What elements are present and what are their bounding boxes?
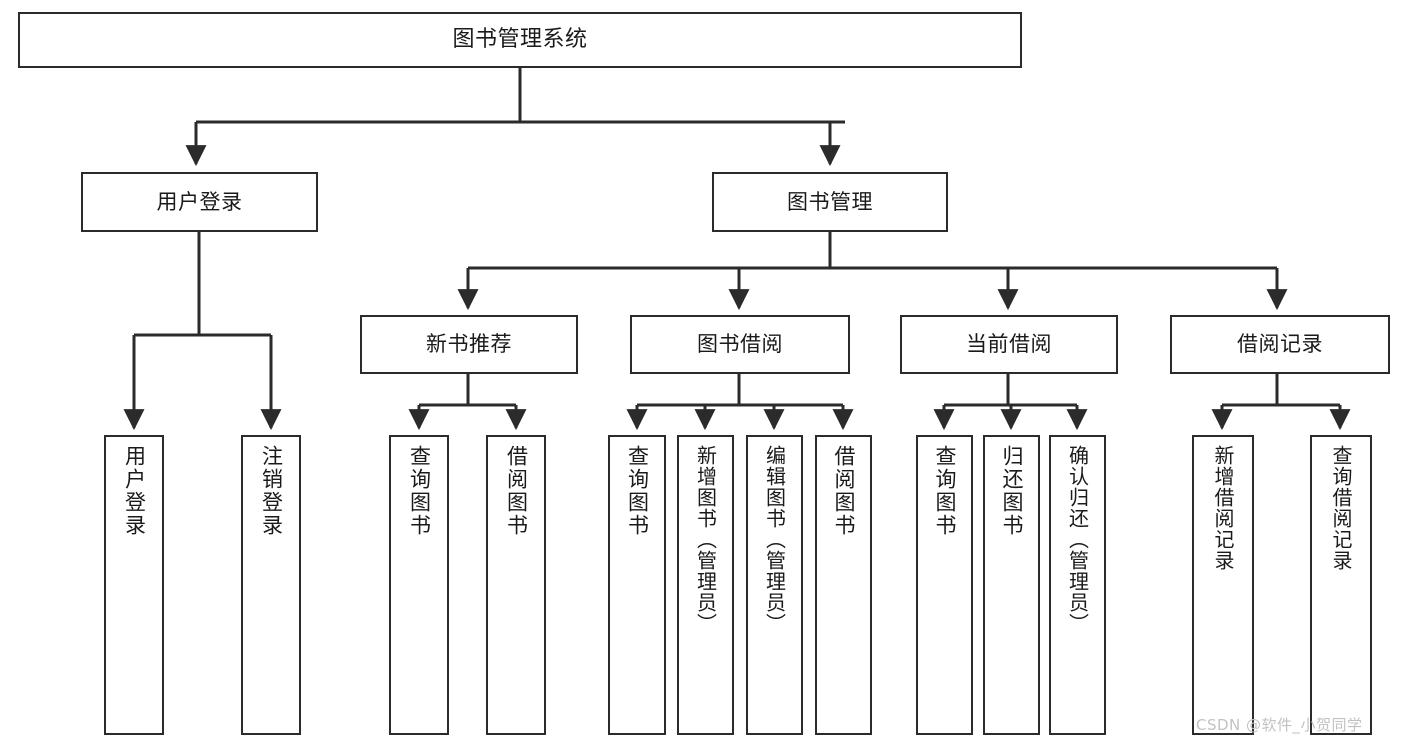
node-label: 确认归还（管理员） (1065, 445, 1090, 634)
node-label: 新增图书（管理员） (693, 445, 718, 634)
node-new-book-recommendation[interactable]: 新书推荐 (360, 315, 578, 374)
leaf-add-book-admin[interactable]: 新增图书（管理员） (677, 435, 734, 735)
node-book-management[interactable]: 图书管理 (712, 172, 948, 232)
node-label: 借阅图书 (832, 445, 856, 537)
leaf-return-books[interactable]: 归还图书 (983, 435, 1040, 735)
node-borrowing-records[interactable]: 借阅记录 (1170, 315, 1390, 374)
node-label: 注销登录 (259, 445, 284, 537)
node-label: 借阅图书 (504, 445, 529, 537)
leaf-logout[interactable]: 注销登录 (241, 435, 301, 735)
leaf-query-books-recommendation[interactable]: 查询图书 (389, 435, 449, 735)
node-label: 查询图书 (625, 445, 650, 537)
node-label: 图书管理 (787, 189, 873, 214)
leaf-edit-book-admin[interactable]: 编辑图书（管理员） (746, 435, 803, 735)
leaf-borrow-books-recommendation[interactable]: 借阅图书 (486, 435, 546, 735)
node-label: 查询图书 (407, 445, 432, 537)
leaf-user-login[interactable]: 用户登录 (104, 435, 164, 735)
node-label: 图书管理系统 (452, 27, 588, 53)
node-label: 查询图书 (933, 445, 957, 537)
node-label: 用户登录 (156, 189, 243, 214)
node-label: 归还图书 (1000, 445, 1024, 537)
node-book-borrowing[interactable]: 图书借阅 (630, 315, 850, 374)
csdn-watermark: CSDN @软件_小贺同学 (1196, 716, 1363, 734)
node-label: 查询借阅记录 (1329, 445, 1353, 571)
node-label: 借阅记录 (1237, 332, 1323, 357)
node-label: 当前借阅 (966, 332, 1052, 357)
leaf-query-books-borrowing[interactable]: 查询图书 (608, 435, 666, 735)
node-user-login[interactable]: 用户登录 (81, 172, 318, 232)
leaf-confirm-return-admin[interactable]: 确认归还（管理员） (1049, 435, 1106, 735)
leaf-query-books-current[interactable]: 查询图书 (916, 435, 973, 735)
leaf-query-borrowing-record[interactable]: 查询借阅记录 (1310, 435, 1372, 735)
node-root-book-management-system[interactable]: 图书管理系统 (18, 12, 1022, 68)
node-current-borrowing[interactable]: 当前借阅 (900, 315, 1118, 374)
leaf-borrow-books-borrowing[interactable]: 借阅图书 (815, 435, 872, 735)
leaf-add-borrowing-record[interactable]: 新增借阅记录 (1192, 435, 1254, 735)
node-label: 编辑图书（管理员） (762, 445, 787, 634)
node-label: 图书借阅 (697, 332, 783, 357)
node-label: 用户登录 (122, 445, 147, 537)
node-label: 新增借阅记录 (1211, 445, 1235, 571)
node-label: 新书推荐 (426, 332, 512, 357)
